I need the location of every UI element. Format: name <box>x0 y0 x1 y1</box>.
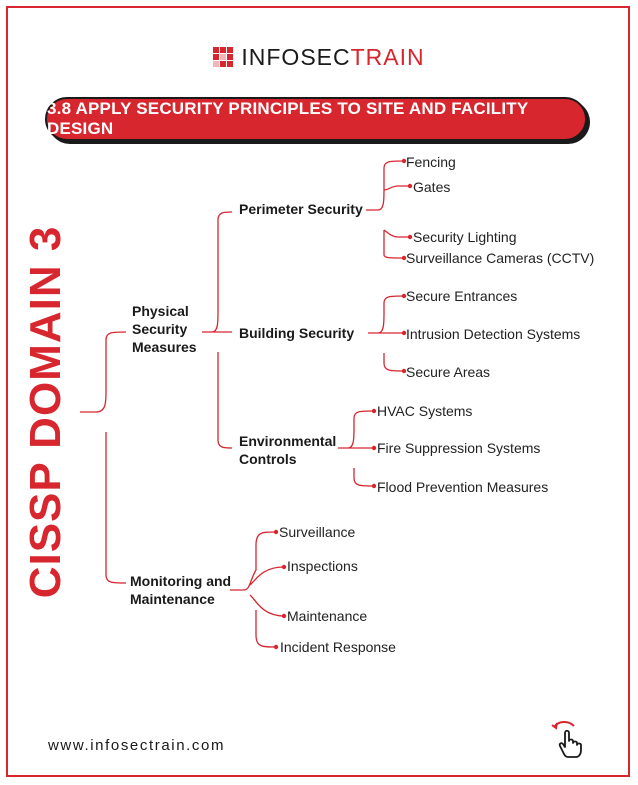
connector-perimeter <box>366 160 410 259</box>
node-building-security: Building Security <box>239 325 355 341</box>
leaf-intrusion-detection: Intrusion Detection Systems <box>406 326 581 342</box>
node-label-line: Measures <box>132 339 197 355</box>
page-frame <box>6 6 630 777</box>
banner-title: 3.8 APPLY SECURITY PRINCIPLES TO SITE AN… <box>47 99 529 138</box>
brand-logo: INFOSECTRAIN <box>0 44 638 70</box>
leaf-incident-response: Incident Response <box>280 639 396 655</box>
node-label-line: Monitoring and <box>130 573 232 589</box>
node-label-line: Maintenance <box>130 591 215 607</box>
node-label-line: Physical <box>132 303 189 319</box>
leaf-secure-areas: Secure Areas <box>406 364 491 380</box>
footer-url[interactable]: www.infosectrain.com <box>48 737 226 754</box>
infosectrain-logo-icon <box>213 47 234 67</box>
hand-pointer-icon <box>551 721 582 758</box>
connector-root <box>80 331 127 584</box>
leaf-security-lighting: Security Lighting <box>413 229 517 245</box>
leaf-surveillance-cameras: Surveillance Cameras (CCTV) <box>406 250 595 266</box>
leaf-fencing: Fencing <box>406 154 456 170</box>
brand-name: INFOSECTRAIN <box>241 44 424 70</box>
brand-name-part2: TRAIN <box>350 44 425 70</box>
node-perimeter-security: Perimeter Security <box>239 201 363 217</box>
connector-physical <box>202 211 233 449</box>
node-environmental-controls: Environmental Controls <box>239 432 336 468</box>
node-label-line: Environmental <box>239 433 337 449</box>
leaf-hvac-systems: HVAC Systems <box>377 403 473 419</box>
leaf-fire-suppression: Fire Suppression Systems <box>377 440 541 456</box>
leaf-flood-prevention: Flood Prevention Measures <box>377 479 549 495</box>
leaf-inspections: Inspections <box>287 558 358 574</box>
node-label-line: Controls <box>239 451 297 467</box>
node-label-line: Security <box>132 321 188 337</box>
leaf-secure-entrances: Secure Entrances <box>406 288 518 304</box>
brand-name-part1: INFOSEC <box>241 44 351 70</box>
leaf-maintenance: Maintenance <box>287 608 368 624</box>
title-banner: 3.8 APPLY SECURITY PRINCIPLES TO SITE AN… <box>45 97 587 141</box>
leaf-gates: Gates <box>413 179 451 195</box>
node-monitoring-maintenance: Monitoring and Maintenance <box>130 572 231 608</box>
connector-environmental <box>338 410 375 487</box>
connector-monitoring <box>230 531 285 648</box>
node-physical-security-measures: Physical Security Measures <box>132 302 197 356</box>
leaf-surveillance: Surveillance <box>279 524 356 540</box>
connector-dots <box>273 158 413 650</box>
connector-building <box>368 295 405 372</box>
